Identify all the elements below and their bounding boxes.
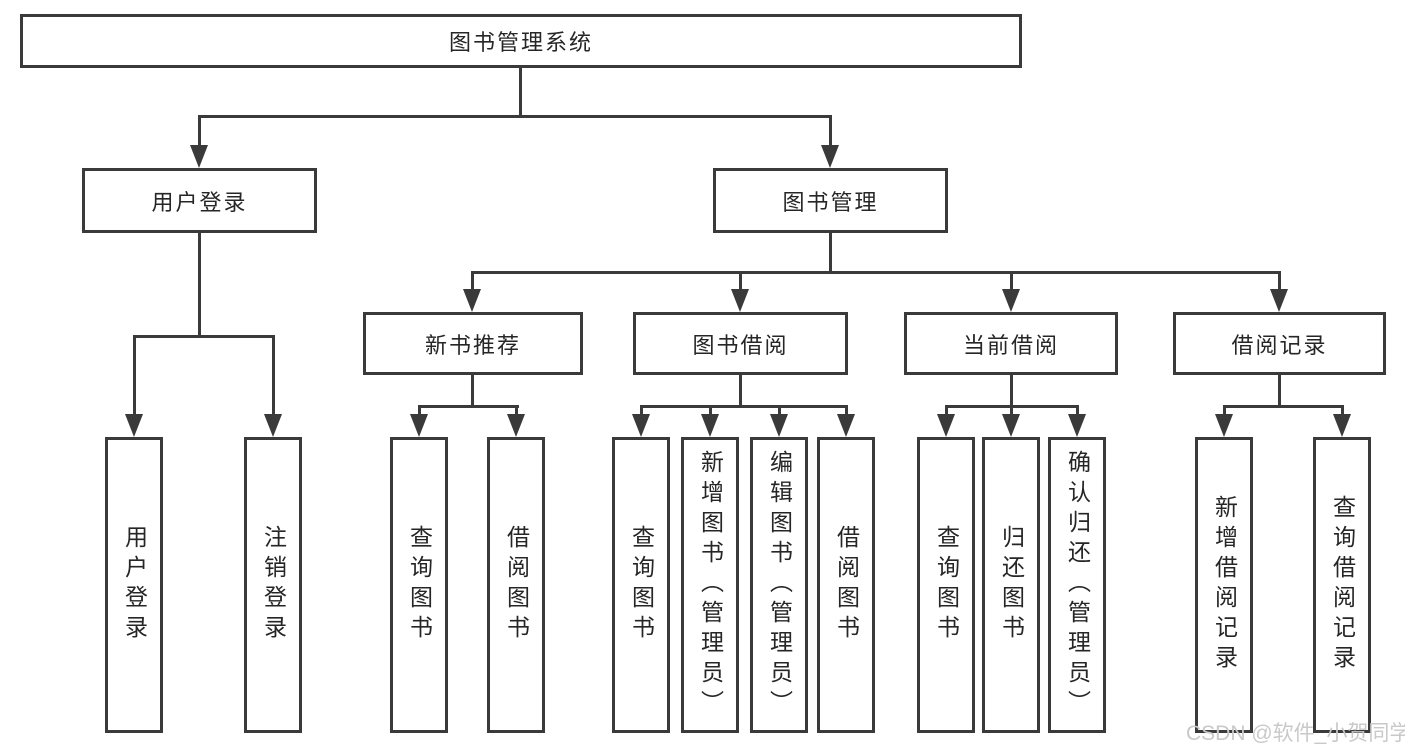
connector-line (845, 405, 848, 417)
connector-line (272, 335, 275, 417)
leaf-label: 借阅图书 (503, 525, 530, 645)
connector-line (1223, 405, 1226, 417)
connector-line (640, 405, 643, 417)
connector-line (829, 232, 832, 274)
csdn-watermark: CSDN @软件_小贺同学 (1186, 722, 1405, 745)
leaf-label: 新增借阅记录 (1211, 495, 1238, 675)
leaf-borrow-books-borrowing: 借阅图书 (817, 437, 875, 733)
connector-line (133, 335, 275, 338)
arrowhead-icon (837, 414, 855, 437)
arrowhead-icon (507, 414, 525, 437)
node-library-management-system: 图书管理系统 (20, 14, 1022, 68)
leaf-label: 确认归还（管理员） (1064, 450, 1091, 720)
connector-line (739, 374, 742, 408)
connector-line (519, 67, 522, 117)
leaf-query-books-borrowing: 查询图书 (612, 437, 670, 733)
leaf-label: 用户登录 (121, 525, 148, 645)
connector-line (1010, 374, 1013, 408)
connector-line (1278, 271, 1281, 292)
leaf-label: 编辑图书（管理员） (766, 450, 793, 720)
connector-line (778, 405, 781, 417)
arrowhead-icon (264, 414, 282, 437)
leaf-confirm-return-admin: 确认归还（管理员） (1048, 437, 1106, 733)
leaf-label: 归还图书 (998, 525, 1025, 645)
connector-line (1278, 374, 1281, 408)
connector-line (418, 405, 421, 417)
leaf-borrow-books-recommend: 借阅图书 (487, 437, 545, 733)
node-label: 图书管理系统 (448, 30, 593, 55)
arrowhead-icon (1002, 289, 1020, 312)
arrowhead-icon (1215, 414, 1233, 437)
connector-line (198, 115, 832, 118)
arrowhead-icon (1002, 414, 1020, 437)
leaf-logout: 注销登录 (244, 437, 302, 733)
connector-line (1010, 405, 1013, 417)
connector-line (709, 405, 712, 417)
arrowhead-icon (463, 289, 481, 312)
arrowhead-icon (1333, 414, 1351, 437)
leaf-label: 新增图书（管理员） (697, 450, 724, 720)
node-borrowing-records: 借阅记录 (1173, 312, 1386, 375)
connector-line (945, 405, 948, 417)
connector-line (1341, 405, 1344, 417)
connector-line (515, 405, 518, 417)
connector-line (1223, 405, 1344, 408)
arrowhead-icon (1068, 414, 1086, 437)
arrowhead-icon (701, 414, 719, 437)
node-book-management: 图书管理 (713, 168, 948, 233)
leaf-return-books: 归还图书 (982, 437, 1040, 733)
node-user-login: 用户登录 (82, 168, 317, 233)
arrowhead-icon (1270, 289, 1288, 312)
connector-line (133, 335, 136, 417)
arrowhead-icon (731, 289, 749, 312)
node-label: 图书管理 (782, 189, 879, 215)
connector-line (418, 405, 519, 408)
arrowhead-icon (821, 145, 839, 168)
node-label: 新书推荐 (424, 332, 521, 358)
node-label: 用户登录 (151, 189, 248, 215)
leaf-label: 查询图书 (628, 525, 655, 645)
arrowhead-icon (770, 414, 788, 437)
node-new-book-recommendation: 新书推荐 (363, 312, 583, 375)
leaf-add-borrow-record: 新增借阅记录 (1195, 437, 1253, 733)
leaf-label: 注销登录 (260, 525, 287, 645)
connector-line (829, 115, 832, 148)
connector-line (1010, 271, 1013, 292)
connector-line (198, 115, 201, 148)
connector-line (471, 374, 474, 408)
leaf-label: 查询图书 (406, 525, 433, 645)
connector-line (1076, 405, 1079, 417)
arrowhead-icon (125, 414, 143, 437)
node-book-borrowing: 图书借阅 (633, 312, 848, 375)
connector-line (471, 271, 474, 292)
leaf-query-books-recommend: 查询图书 (390, 437, 448, 733)
connector-line (739, 271, 742, 292)
leaf-query-borrow-record: 查询借阅记录 (1313, 437, 1371, 733)
leaf-label: 查询借阅记录 (1329, 495, 1356, 675)
node-current-borrowing: 当前借阅 (904, 312, 1118, 375)
leaf-label: 借阅图书 (833, 525, 860, 645)
node-label: 图书借阅 (692, 332, 789, 358)
node-label: 借阅记录 (1231, 332, 1328, 358)
connector-line (198, 232, 201, 338)
leaf-query-books-current: 查询图书 (917, 437, 975, 733)
arrowhead-icon (632, 414, 650, 437)
node-label: 当前借阅 (962, 332, 1059, 358)
arrowhead-icon (410, 414, 428, 437)
leaf-edit-book-admin: 编辑图书（管理员） (750, 437, 808, 733)
leaf-add-book-admin: 新增图书（管理员） (681, 437, 739, 733)
arrowhead-icon (190, 145, 208, 168)
connector-line (471, 271, 1281, 274)
leaf-label: 查询图书 (933, 525, 960, 645)
arrowhead-icon (937, 414, 955, 437)
connector-line (640, 405, 848, 408)
leaf-user-login: 用户登录 (105, 437, 163, 733)
